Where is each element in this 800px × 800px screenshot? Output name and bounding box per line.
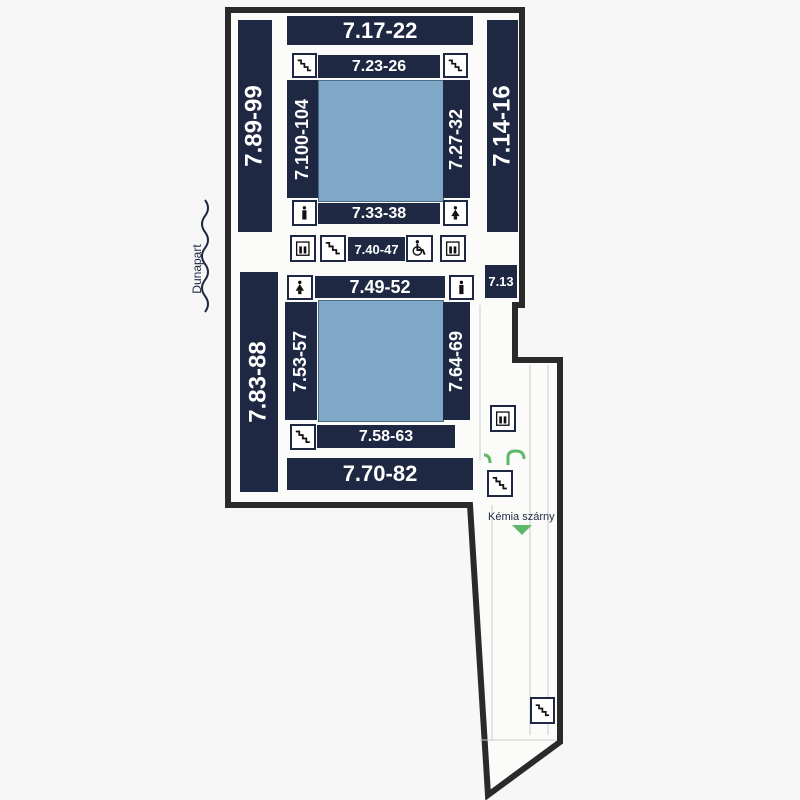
wheelchair-icon xyxy=(406,235,433,262)
room-7-40-47: 7.40-47 xyxy=(348,237,405,261)
room-7-64-69: 7.64-69 xyxy=(443,302,470,420)
room-label: 7.89-99 xyxy=(241,85,268,167)
room-7-89-99: 7.89-99 xyxy=(238,20,272,232)
womens-restroom-icon xyxy=(443,200,468,226)
stairs-icon xyxy=(487,470,513,497)
elevator-icon xyxy=(490,405,516,432)
room-7-58-63: 7.58-63 xyxy=(317,425,455,448)
room-label: 7.13 xyxy=(488,274,514,289)
room-7-33-38: 7.33-38 xyxy=(318,203,440,224)
mens-restroom-icon xyxy=(292,200,317,226)
room-7-70-82: 7.70-82 xyxy=(287,458,473,490)
courtyard-south xyxy=(318,300,444,422)
room-label: 7.64-69 xyxy=(446,330,466,392)
elevator-icon xyxy=(440,235,466,262)
room-label: 7.53-57 xyxy=(290,330,311,392)
room-label: 7.40-47 xyxy=(354,241,399,257)
room-label: 7.33-38 xyxy=(351,204,407,222)
elevator-icon xyxy=(290,235,316,262)
courtyard-north xyxy=(318,80,444,202)
room-label: 7.49-52 xyxy=(349,276,411,297)
room-7-100-104: 7.100-104 xyxy=(287,80,318,198)
kemia-wing-label: Kémia szárny xyxy=(488,511,555,523)
room-label: 7.83-88 xyxy=(245,341,272,423)
room-label: 7.70-82 xyxy=(342,461,418,486)
room-7-13: 7.13 xyxy=(485,265,517,298)
stairs-icon xyxy=(320,235,346,262)
wing-arrow xyxy=(512,525,532,535)
dunapart-wave xyxy=(201,199,209,313)
stair-arrows xyxy=(483,449,526,465)
mens-restroom-icon xyxy=(449,275,474,300)
room-label: 7.17-22 xyxy=(342,17,418,43)
room-label: 7.23-26 xyxy=(351,57,407,75)
room-label: 7.58-63 xyxy=(358,427,414,445)
room-label: 7.27-32 xyxy=(446,108,466,170)
room-7-83-88: 7.83-88 xyxy=(240,272,278,492)
room-7-27-32: 7.27-32 xyxy=(443,80,470,198)
room-7-14-16: 7.14-16 xyxy=(487,20,518,232)
room-label: 7.14-16 xyxy=(488,85,516,167)
room-7-49-52: 7.49-52 xyxy=(315,276,445,298)
womens-restroom-icon xyxy=(287,275,313,300)
room-7-23-26: 7.23-26 xyxy=(318,55,440,78)
stairs-icon xyxy=(443,53,468,78)
room-7-53-57: 7.53-57 xyxy=(285,302,317,420)
stairs-icon xyxy=(290,424,316,450)
stairs-icon xyxy=(530,697,555,724)
dunapart-label: Dunapart xyxy=(190,244,204,294)
stairs-icon xyxy=(292,53,317,78)
room-label: 7.100-104 xyxy=(292,98,313,180)
room-7-17-22: 7.17-22 xyxy=(287,16,473,45)
